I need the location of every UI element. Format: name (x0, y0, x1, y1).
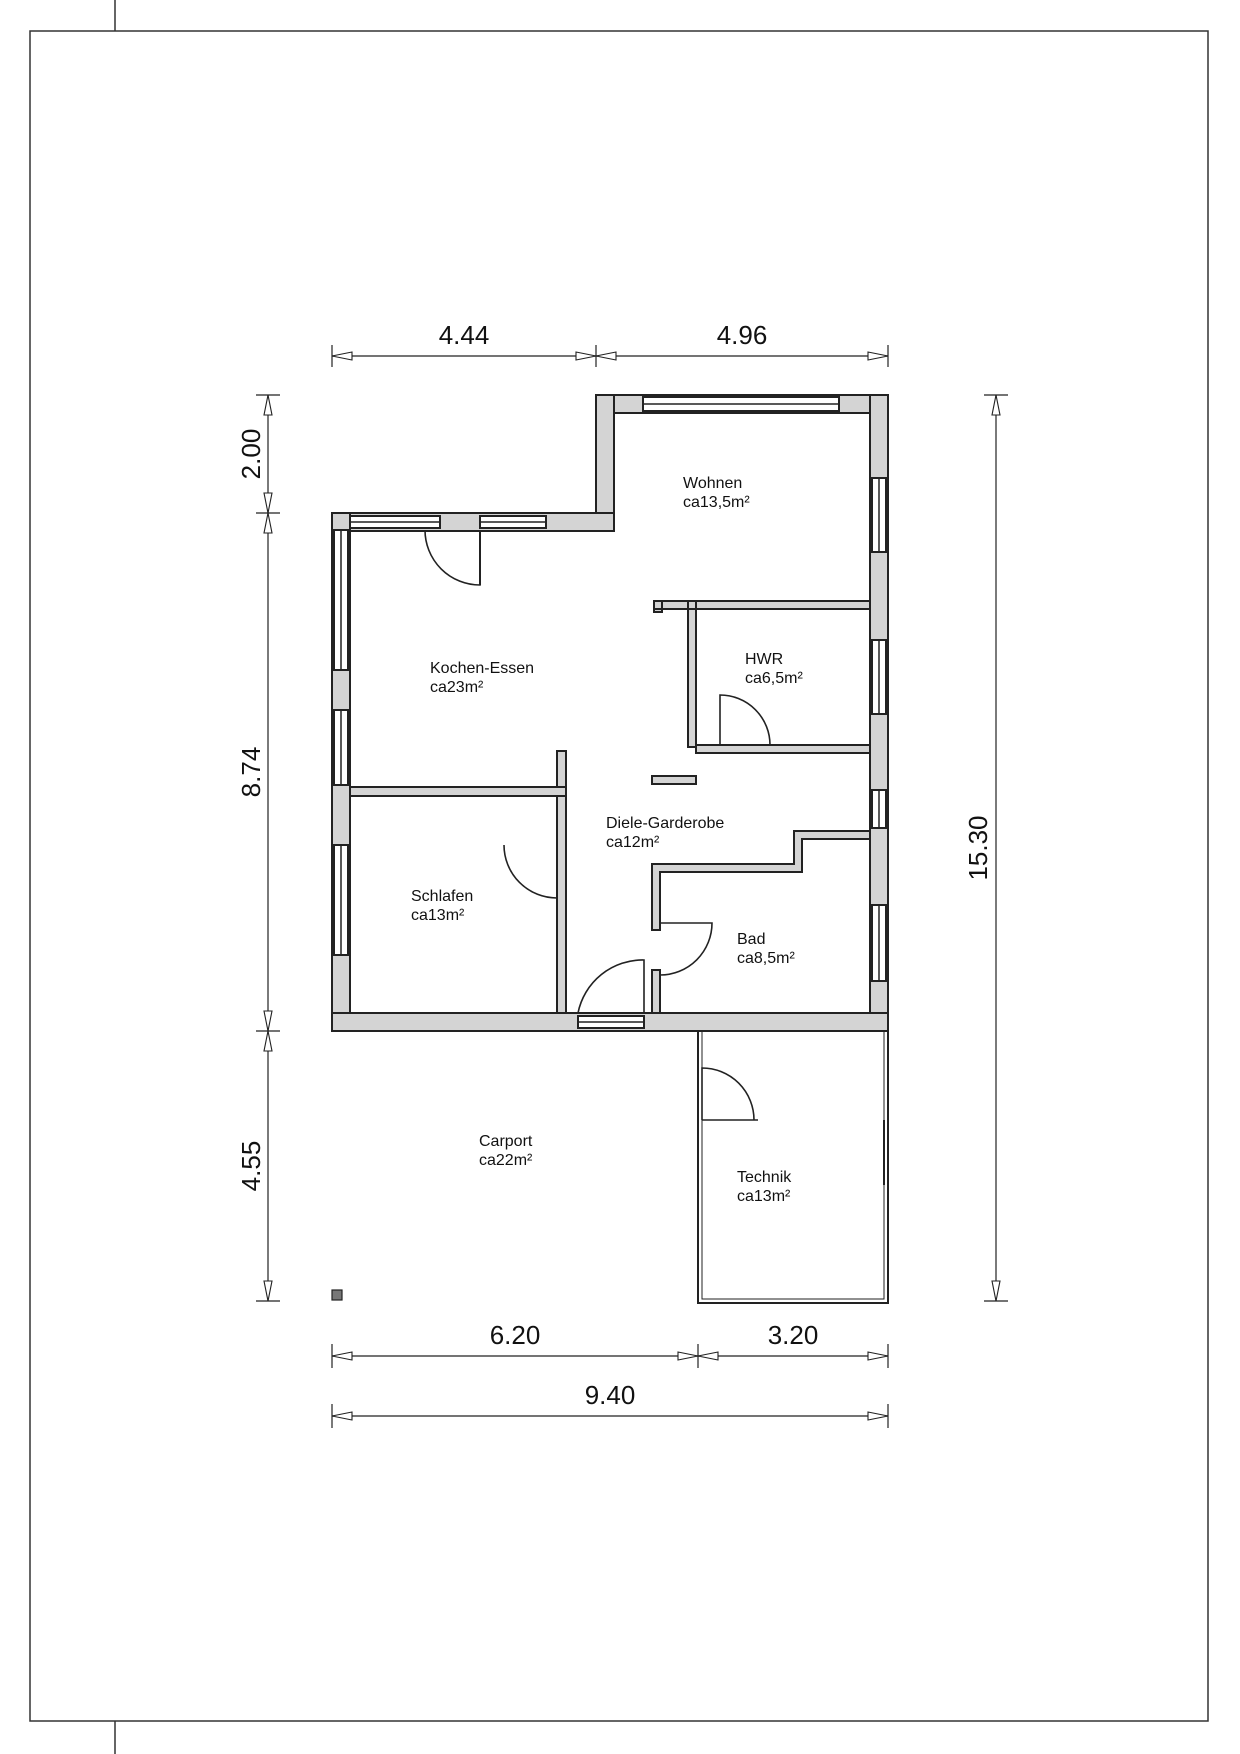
dim-top-right: 4.96 (717, 320, 768, 350)
room-name-diele: Diele-Garderobe (606, 815, 724, 832)
technik-annex (697, 1030, 889, 1304)
page-frame (29, 30, 1209, 1722)
dimension-labels: 4.44 4.96 2.00 8.74 4.55 15.30 6.20 3.20… (236, 320, 993, 1410)
dim-bottom-total: 9.40 (585, 1380, 636, 1410)
room-labels: Wohnen ca13,5m² Kochen-Essen ca23m² HWR … (411, 475, 803, 1205)
room-name-schlafen: Schlafen (411, 888, 473, 905)
room-area-kochen: ca23m² (430, 679, 484, 696)
doors (424, 529, 771, 1121)
dim-left-top: 2.00 (236, 429, 266, 480)
room-name-technik: Technik (737, 1169, 792, 1186)
room-name-wohnen: Wohnen (683, 475, 742, 492)
dim-left-bottom: 4.55 (236, 1141, 266, 1192)
room-area-schlafen: ca13m² (411, 907, 465, 924)
room-area-carport: ca22m² (479, 1152, 533, 1169)
windows (333, 396, 887, 1029)
room-area-bad: ca8,5m² (737, 950, 795, 967)
internal-walls (349, 600, 871, 1014)
outer-walls (331, 394, 889, 1032)
dim-bottom-left: 6.20 (490, 1320, 541, 1350)
room-name-hwr: HWR (745, 651, 783, 668)
room-area-hwr: ca6,5m² (745, 670, 803, 687)
room-area-wohnen: ca13,5m² (683, 494, 750, 511)
dimension-lines (256, 345, 1008, 1428)
dim-left-middle: 8.74 (236, 747, 266, 798)
room-area-diele: ca12m² (606, 834, 660, 851)
dim-bottom-right: 3.20 (768, 1320, 819, 1350)
carport-post (331, 1289, 343, 1301)
room-area-technik: ca13m² (737, 1188, 791, 1205)
room-name-kochen: Kochen-Essen (430, 660, 534, 677)
room-name-bad: Bad (737, 931, 765, 948)
room-name-carport: Carport (479, 1133, 533, 1150)
dim-top-left: 4.44 (439, 320, 490, 350)
dim-right-total: 15.30 (963, 815, 993, 880)
